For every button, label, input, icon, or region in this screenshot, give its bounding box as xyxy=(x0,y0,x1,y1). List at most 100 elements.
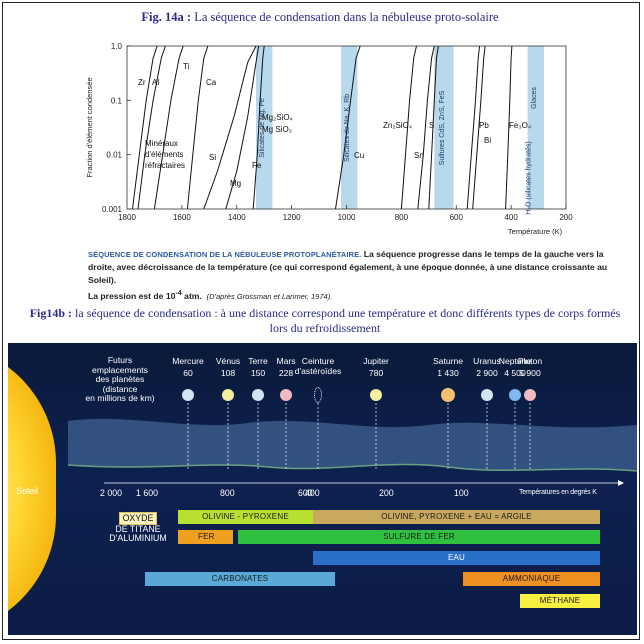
planet-icon xyxy=(280,389,292,401)
curve-label: Zn₂SiO₄ xyxy=(383,121,412,130)
x-tick-label: 1400 xyxy=(228,213,246,222)
curve-label: Ti xyxy=(183,62,190,71)
curve-label: Pb xyxy=(479,121,489,130)
planet-name: Pluton xyxy=(517,356,543,366)
y-axis-label: Fraction d'élément condensée xyxy=(85,77,94,177)
fig14b-caption: Fig14b : la séquence de condensation : à… xyxy=(20,306,630,336)
planet-distance: 60 xyxy=(183,368,193,378)
fig14a-caption: Fig. 14a : La séquence de condensation d… xyxy=(0,10,640,25)
planet-distance: 108 xyxy=(220,368,236,378)
curve-label: Mg xyxy=(230,179,241,188)
band-label: Silicates de Mg, Fe xyxy=(259,98,266,158)
curve-label: Cu xyxy=(354,151,364,160)
planet-distance: 4 500 xyxy=(504,368,526,378)
y-tick-label: 0.001 xyxy=(102,205,123,214)
x-tick-label: 200 xyxy=(559,213,573,222)
bar-olivine-argile: OLIVINE, PYROXENE + EAU = ARGILE xyxy=(313,510,600,524)
axis-arrow xyxy=(618,480,624,486)
futurs-line: en millions de km) xyxy=(85,393,155,403)
planet-distance: 1 430 xyxy=(437,368,459,378)
oxyde-label: OXYDE DE TITANE D'ALUMINIUM xyxy=(108,512,168,543)
curve-label: Al xyxy=(152,78,159,87)
curve-fe xyxy=(252,45,265,210)
planet-icon xyxy=(524,389,536,401)
x-tick-label: 1200 xyxy=(283,213,301,222)
asteroid-belt-icon xyxy=(314,387,322,403)
fig14a-caption-label: Fig. 14a : xyxy=(141,10,192,24)
band-label: Silicates de Na, K, Rb xyxy=(344,94,351,162)
curve-zn₂sio₄ xyxy=(400,45,417,210)
oxyde-box: OXYDE xyxy=(118,512,158,525)
planet-name: Uranus xyxy=(473,356,501,366)
bar-olivine-pyroxene: OLIVINE - PYROXENE xyxy=(178,510,313,524)
planet-name: Neptune xyxy=(498,356,532,366)
planet-name: Jupiter xyxy=(363,356,389,366)
curve-ca xyxy=(186,45,209,210)
y-tick-label: 0.01 xyxy=(106,151,122,160)
band-rect xyxy=(341,46,358,209)
planet-guide-lines xyxy=(187,403,531,469)
curve-label: Fe xyxy=(252,161,262,170)
temp-tick: 1 600 xyxy=(136,488,159,498)
curve-zr xyxy=(132,45,158,210)
fig14a-description: SÉQUENCE DE CONDENSATION DE LA NÉBULEUSE… xyxy=(88,248,628,303)
nebula-band xyxy=(68,418,637,471)
curve-bi xyxy=(472,45,486,210)
band-label: H₂O (silicates hydratés) xyxy=(525,141,532,215)
curve-s xyxy=(428,45,439,210)
curve-label: Minéraux xyxy=(145,139,178,148)
planet-name: Mercure xyxy=(172,356,204,366)
curve-label: Fe₃O₄ xyxy=(509,121,531,130)
futurs-line: Futurs xyxy=(107,355,133,365)
planet-distance: 150 xyxy=(250,368,266,378)
bar-fer: FER xyxy=(178,530,233,544)
desc-line3-exp: -4 xyxy=(175,289,182,297)
bar-eau: EAU xyxy=(313,551,600,565)
planet-icon xyxy=(182,389,194,401)
planet-name-line2: d'astéroïdes xyxy=(294,365,342,376)
temp-tick: 200 xyxy=(379,488,394,498)
planet-name: Mars xyxy=(276,356,296,366)
x-tick-label: 400 xyxy=(504,213,518,222)
curve-cu xyxy=(335,45,361,210)
oxyde-line3: D'ALUMINIUM xyxy=(109,533,167,543)
x-tick-label: 1600 xyxy=(173,213,191,222)
desc-line1: La séquence progresse dans le temps de l… xyxy=(361,249,604,259)
desc-line3a: La pression est de 10 xyxy=(88,290,176,301)
curve-label: Bi xyxy=(484,136,491,145)
band-rect xyxy=(527,46,545,209)
temp-tick: 400 xyxy=(305,488,320,498)
x-tick-label: 1800 xyxy=(118,213,136,222)
desc-line3b: atm. xyxy=(181,290,202,301)
planet-icon xyxy=(222,389,234,401)
temp-tick: 600 xyxy=(298,488,313,498)
planet-distance: 5 900 xyxy=(519,368,541,378)
planet-name: Terre xyxy=(248,356,268,366)
curve-ti xyxy=(153,45,184,210)
band-rect xyxy=(255,46,273,209)
desc-credit: (D'après Grossman et Larimer, 1974). xyxy=(206,291,333,301)
curve-pb xyxy=(466,45,481,210)
planet-icon xyxy=(370,389,382,401)
curve-label: Mg₂SiO₄ xyxy=(262,113,293,122)
futurs-line: emplacements xyxy=(92,364,148,375)
y-tick-label: 1.0 xyxy=(111,42,123,51)
x-tick-label: 800 xyxy=(395,213,409,222)
soleil-label: Soleil xyxy=(16,486,39,496)
planet-distance: 228 xyxy=(278,368,294,378)
x-tick-label: 1000 xyxy=(338,213,356,222)
futurs-line: (distance xyxy=(102,383,138,394)
planet-distance: 2 900 xyxy=(476,368,498,378)
curve-sn xyxy=(417,45,435,210)
oxyde-line2: DE TITANE xyxy=(115,524,161,534)
planet-name: Vénus xyxy=(215,356,241,366)
planet-name: Saturne xyxy=(432,356,464,366)
curve-label: Si xyxy=(209,153,216,162)
x-axis-label: Température (K) xyxy=(508,227,563,236)
temp-tick: 2 000 xyxy=(100,488,123,498)
temp-tick: 100 xyxy=(454,488,469,498)
nebula-band-edge xyxy=(67,463,637,472)
